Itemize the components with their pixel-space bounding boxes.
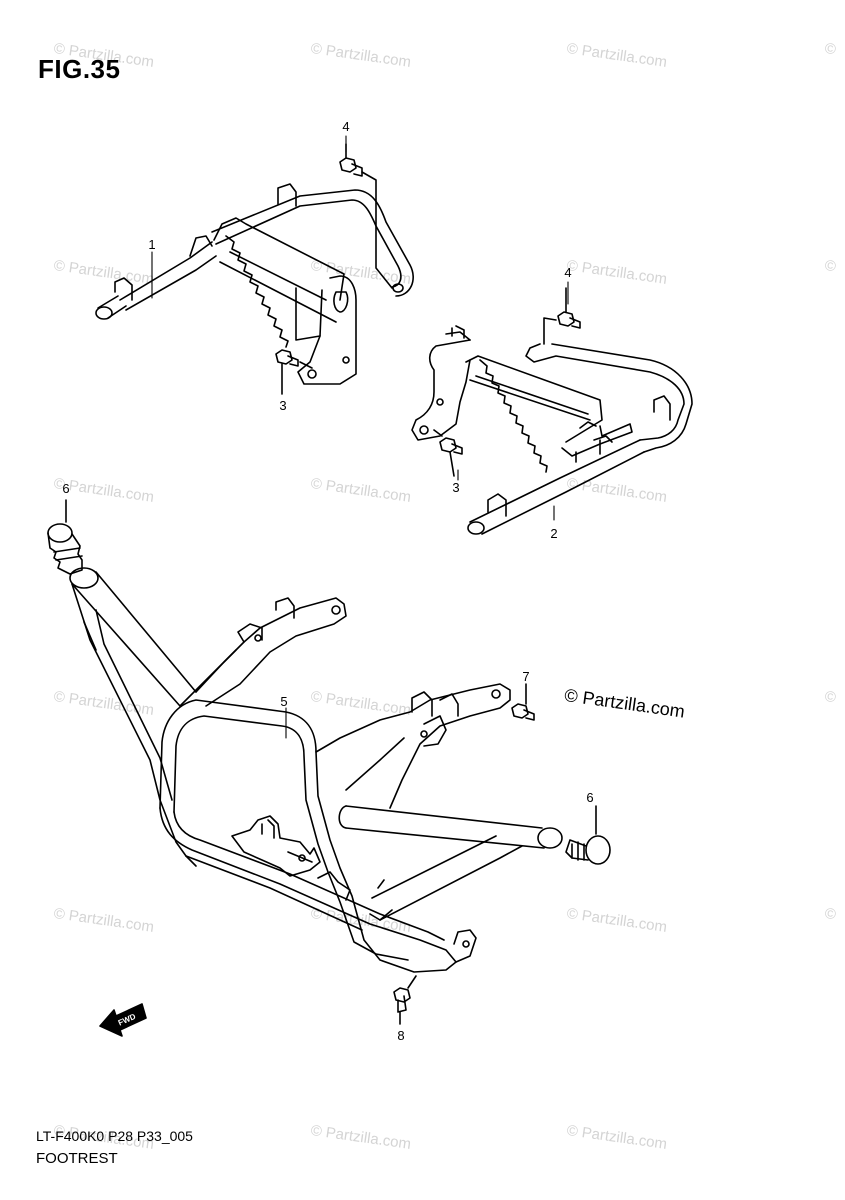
callout-3: 3 bbox=[279, 398, 286, 413]
bolt-4-right[interactable] bbox=[543, 287, 581, 345]
callout-3: 3 bbox=[452, 480, 459, 495]
figure-code: LT-F400K0 P28 P33_005 bbox=[36, 1128, 193, 1144]
callout-labels: 1 2 3 3 4 4 5 6 6 7 8 bbox=[62, 119, 593, 1043]
callout-4: 4 bbox=[564, 265, 571, 280]
callout-5: 5 bbox=[280, 694, 287, 709]
bolt-8[interactable] bbox=[393, 975, 417, 1025]
cap-6-left[interactable] bbox=[47, 499, 83, 575]
bolt-7[interactable] bbox=[511, 683, 535, 721]
bolt-3-right[interactable] bbox=[433, 429, 463, 477]
part-1-footrest-left[interactable] bbox=[95, 183, 414, 385]
fwd-arrow-icon: FWD bbox=[99, 1003, 147, 1037]
cap-6-right[interactable] bbox=[565, 805, 611, 865]
callout-2: 2 bbox=[550, 526, 557, 541]
part-2-footrest-right[interactable] bbox=[411, 325, 693, 535]
callout-7: 7 bbox=[522, 669, 529, 684]
figure-caption: FOOTREST bbox=[36, 1150, 118, 1167]
figure-title: FIG.35 bbox=[38, 54, 121, 84]
callout-4: 4 bbox=[342, 119, 349, 134]
part-5-frame[interactable] bbox=[69, 567, 563, 973]
callout-6: 6 bbox=[586, 790, 593, 805]
bolt-3-left[interactable] bbox=[275, 349, 313, 395]
callout-6: 6 bbox=[62, 481, 69, 496]
callout-1: 1 bbox=[148, 237, 155, 252]
leader-lines bbox=[151, 135, 569, 739]
callout-8: 8 bbox=[397, 1028, 404, 1043]
